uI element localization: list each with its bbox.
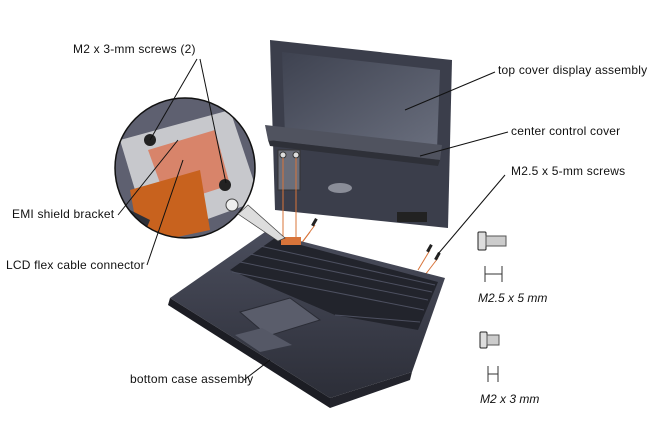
m25-caption: M2.5 x 5 mm xyxy=(478,291,548,305)
magnified-hinge-detail xyxy=(114,97,286,242)
m2-screws-label: M2 x 3-mm screws (2) xyxy=(73,42,196,56)
bottom-case-label: bottom case assembly xyxy=(130,372,254,386)
screw-m25-icon xyxy=(477,231,507,282)
bottom-case-assembly xyxy=(168,232,445,408)
top-cover-display-assembly xyxy=(270,40,452,228)
m2-caption: M2 x 3 mm xyxy=(480,392,540,406)
emi-bracket-label: EMI shield bracket xyxy=(12,207,115,221)
center-control-cover-label: center control cover xyxy=(511,124,621,138)
leader-lines xyxy=(117,58,509,381)
screw-m2-icon xyxy=(479,331,500,382)
center-control-cover xyxy=(265,125,442,193)
lcd-flex-label: LCD flex cable connector xyxy=(6,258,145,272)
m25-screws-label: M2.5 x 5-mm screws xyxy=(511,164,626,178)
top-cover-label: top cover display assembly xyxy=(498,63,648,77)
